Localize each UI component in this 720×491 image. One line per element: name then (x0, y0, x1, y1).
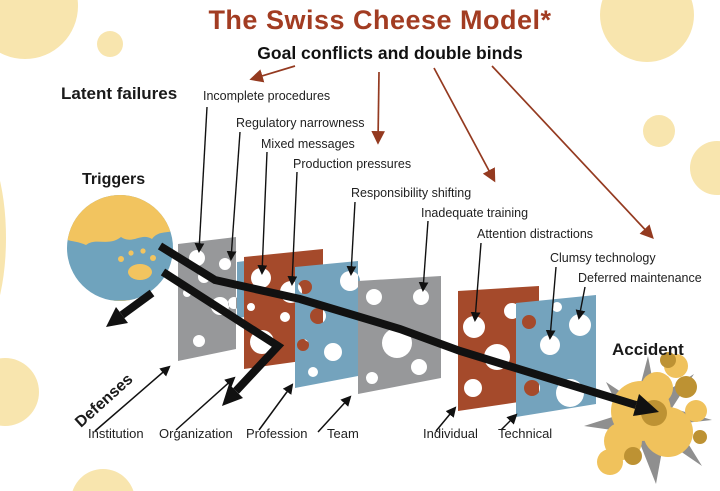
defense-level-label: Profession (246, 426, 308, 441)
latent-failure-label: Inadequate training (421, 206, 529, 220)
latent-failure-label: Deferred maintenance (578, 271, 702, 285)
subtitle-goal-conflicts: Goal conflicts and double binds (257, 43, 523, 63)
defense-level-label: Team (327, 426, 359, 441)
goal-conflict-arrows (249, 65, 654, 239)
latent-failure-label: Attention distractions (477, 227, 594, 241)
cheese-slice-team (358, 276, 441, 394)
cheese-slice-profession (295, 261, 360, 388)
defense-arrows (94, 365, 518, 433)
latent-failure-label: Production pressures (293, 157, 412, 171)
latent-failure-label: Incomplete procedures (203, 89, 331, 103)
latent-failure-label: Clumsy technology (550, 251, 656, 265)
defense-level-label: Organization (159, 426, 233, 441)
latent-failure-label: Responsibility shifting (351, 186, 472, 200)
latent-failure-pointer-lines (194, 106, 586, 340)
accident-heading: Accident (612, 340, 684, 359)
latent-failures-heading: Latent failures (61, 84, 178, 103)
defense-level-label: Institution (88, 426, 144, 441)
latent-failure-label: Mixed messages (261, 137, 355, 151)
explosion-icon (584, 352, 712, 484)
defense-level-label: Individual (423, 426, 478, 441)
triggers-heading: Triggers (82, 171, 146, 188)
deflected-arrow (160, 268, 285, 406)
bounced-arrow (106, 289, 155, 327)
accident-trajectory-arrow (157, 242, 659, 416)
cheese-slice-technical (516, 295, 596, 417)
latent-failure-label: Regulatory narrowness (236, 116, 365, 130)
diagram-title: The Swiss Cheese Model* (208, 5, 552, 35)
defense-level-label: Technical (498, 426, 553, 441)
